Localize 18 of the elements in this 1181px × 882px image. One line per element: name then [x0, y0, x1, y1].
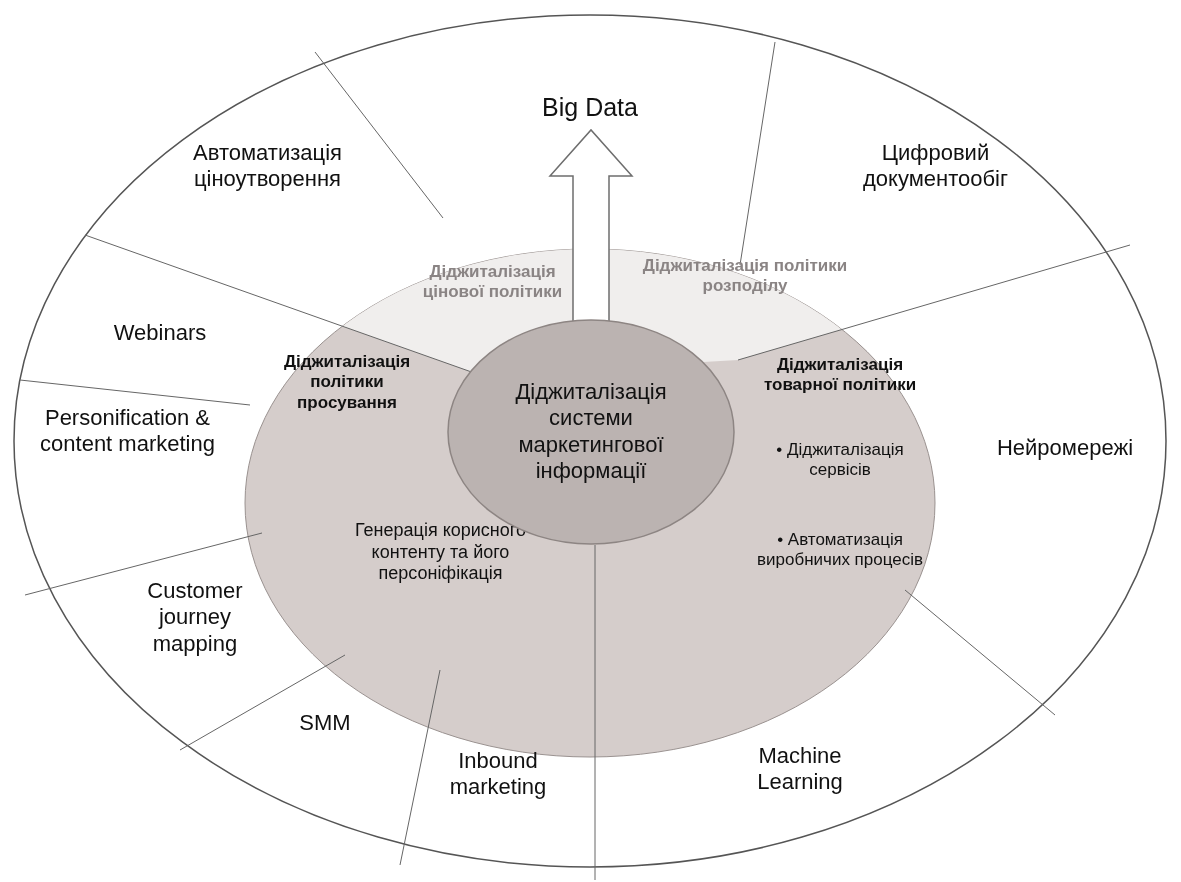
sector-label: Customer journey mapping — [146, 578, 244, 658]
sector-heading: Діджиталізація політики розподілу — [641, 256, 849, 297]
sector-label: SMM — [298, 710, 352, 737]
bullet-item: • Автоматизація виробничих процесів — [755, 530, 925, 571]
sector-label: Big Data — [541, 92, 639, 122]
sector-text: Генерація корисного контенту та його персоніфікація — [354, 520, 527, 585]
sector-label: Автоматизація ціноутворення — [192, 140, 343, 193]
sector-label: Цифровий документообіг — [862, 140, 1009, 193]
sector-label: Inbound marketing — [448, 748, 548, 801]
sector-label: Нейромережі — [995, 435, 1135, 462]
sector-heading: Діджиталізація політики просування — [282, 352, 412, 414]
center-label: Діджиталізація системи маркетингової інформації — [514, 379, 668, 485]
sector-label: Webinars — [112, 320, 208, 347]
sector-label: Machine Learning — [756, 743, 844, 796]
sector-label: Personification & content marketing — [40, 405, 215, 458]
sector-heading: Діджиталізація цінової політики — [421, 262, 564, 303]
bullet-item: • Діджиталізація сервісів — [775, 440, 905, 481]
sector-heading: Діджиталізація товарної політики — [762, 355, 918, 396]
